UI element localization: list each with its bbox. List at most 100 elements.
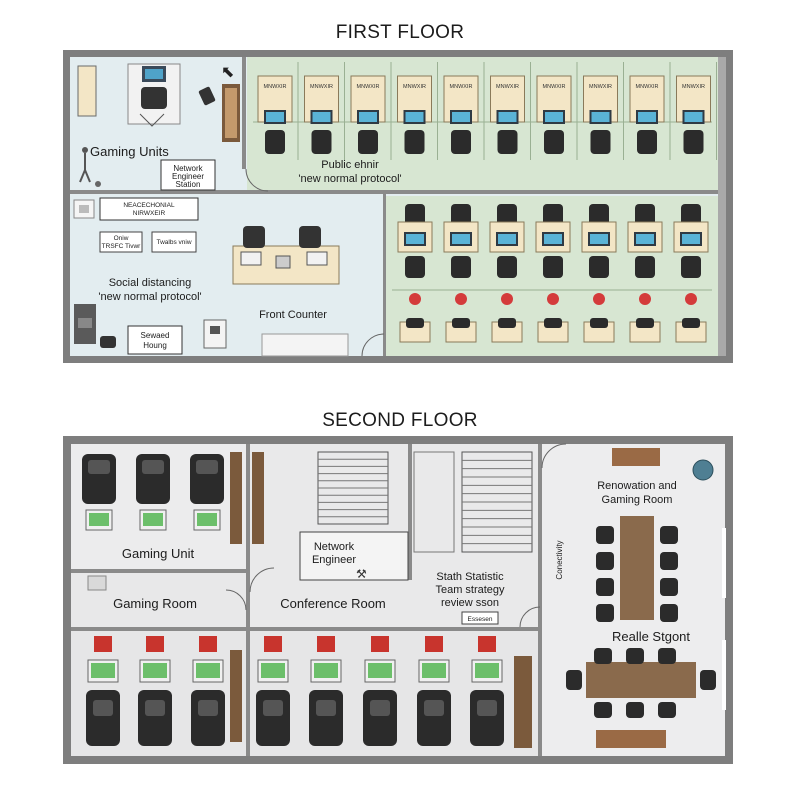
interior-wall <box>70 190 718 194</box>
chair-icon <box>682 318 700 328</box>
gaming-chair-icon <box>470 690 504 746</box>
door-swing <box>245 168 269 192</box>
cubicle-tag: MNWXIR <box>636 84 659 90</box>
door-swing <box>225 589 247 611</box>
monitor-screen <box>498 112 517 122</box>
chair-icon <box>100 336 116 348</box>
chair-icon <box>451 256 471 278</box>
bin-icon <box>87 575 107 591</box>
stair-landing <box>413 451 455 553</box>
chair-icon <box>405 204 425 226</box>
chair-icon <box>406 318 424 328</box>
network-engineer-line2: Engineer <box>312 554 356 566</box>
seated-sign <box>127 325 183 355</box>
brand-banner-icon <box>317 636 335 652</box>
chair-icon <box>658 648 676 664</box>
chair-icon <box>596 526 614 544</box>
stool-icon <box>198 86 216 106</box>
meeting-table <box>620 516 654 620</box>
brand-banner-icon <box>146 636 164 652</box>
monitor-icon <box>240 251 262 266</box>
cubicle-tag: MNWXIR <box>450 84 473 90</box>
network-engineer-line1: Network <box>314 541 355 553</box>
brand-banner-icon <box>264 636 282 652</box>
seated-sign-line2: Houng <box>143 341 167 350</box>
monitor-screen <box>636 234 654 244</box>
stats-line2: Team strategy <box>435 584 505 596</box>
chair-icon <box>660 526 678 544</box>
chair-icon <box>543 256 563 278</box>
window <box>722 640 726 710</box>
cubicle-desk <box>397 221 433 253</box>
chair-icon <box>660 552 678 570</box>
cubicle-tag: MNWXIR <box>357 84 380 90</box>
monitor-screen <box>638 112 656 122</box>
chair-icon <box>311 130 332 154</box>
distancing-marker-icon <box>685 293 697 305</box>
monitor-screen <box>261 663 285 678</box>
chair-icon <box>594 702 612 718</box>
cubicle-tag: MNWXIR <box>496 84 519 90</box>
monitor-screen <box>406 234 424 244</box>
wall-panel <box>514 656 532 748</box>
gaming-chair-icon <box>309 690 343 746</box>
monitor-screen <box>314 663 338 678</box>
public-label-line1: Public ehnir <box>321 159 379 171</box>
monitor-screen <box>359 112 377 122</box>
left-sign-line1: Oniw <box>114 235 129 242</box>
chair-icon <box>700 670 716 690</box>
network-engineer-box <box>299 531 409 581</box>
chair-icon <box>566 670 582 690</box>
distancing-marker-icon <box>593 293 605 305</box>
interior-wall <box>718 57 726 356</box>
right-sign-text: Twalbs vniw <box>156 239 191 246</box>
distancing-marker-icon <box>409 293 421 305</box>
first-floor-title: FIRST FLOOR <box>335 22 465 43</box>
cubicle-tag: MNWXIR <box>310 84 333 90</box>
brand-banner-icon <box>199 636 217 652</box>
distancing-marker-icon <box>455 293 467 305</box>
monitor-screen <box>266 112 284 122</box>
monitor-screen <box>422 663 446 678</box>
second-floor-title: SECOND FLOOR <box>322 410 478 431</box>
chair-icon <box>544 130 564 154</box>
chair-icon <box>451 130 471 154</box>
cabinet-door <box>78 318 92 328</box>
brand-banner-icon <box>425 636 443 652</box>
chair-icon <box>637 130 657 154</box>
sign-board-face <box>225 88 237 138</box>
monitor-screen <box>452 112 470 122</box>
chair-icon <box>596 604 614 622</box>
monitor-screen <box>197 513 217 526</box>
monitor-screen <box>475 663 499 678</box>
gaming-chair-icon <box>417 690 451 746</box>
left-sign-line2: TRSFC Tivwr <box>102 243 141 250</box>
door-swing <box>249 567 275 593</box>
chair-icon <box>265 130 285 154</box>
small-sign-text: Essesen <box>468 616 493 623</box>
globe-icon <box>692 459 714 481</box>
gaming-chair-headrest <box>88 460 110 474</box>
interior-wall <box>242 57 246 169</box>
gaming-chair-icon <box>191 690 225 746</box>
wheel-icon <box>95 181 101 187</box>
chair-icon <box>681 204 701 226</box>
entrance-mat <box>261 333 349 357</box>
monitor-screen <box>143 663 167 678</box>
gaming-chair-headrest <box>142 460 164 474</box>
right-sign <box>151 231 197 253</box>
chair-icon <box>660 578 678 596</box>
wall-panel <box>230 650 242 742</box>
chair-icon <box>626 702 644 718</box>
chair-icon <box>452 318 470 328</box>
chair-icon <box>594 648 612 664</box>
chair-icon <box>590 130 611 154</box>
register-icon <box>275 255 291 269</box>
wall-shelf <box>77 65 97 117</box>
cubicle-desk <box>581 221 617 253</box>
gaming-chair-headrest <box>370 700 390 716</box>
monitor-screen <box>405 112 424 122</box>
monitor-screen <box>684 112 703 122</box>
tool-icon: ⚒ <box>356 567 367 581</box>
